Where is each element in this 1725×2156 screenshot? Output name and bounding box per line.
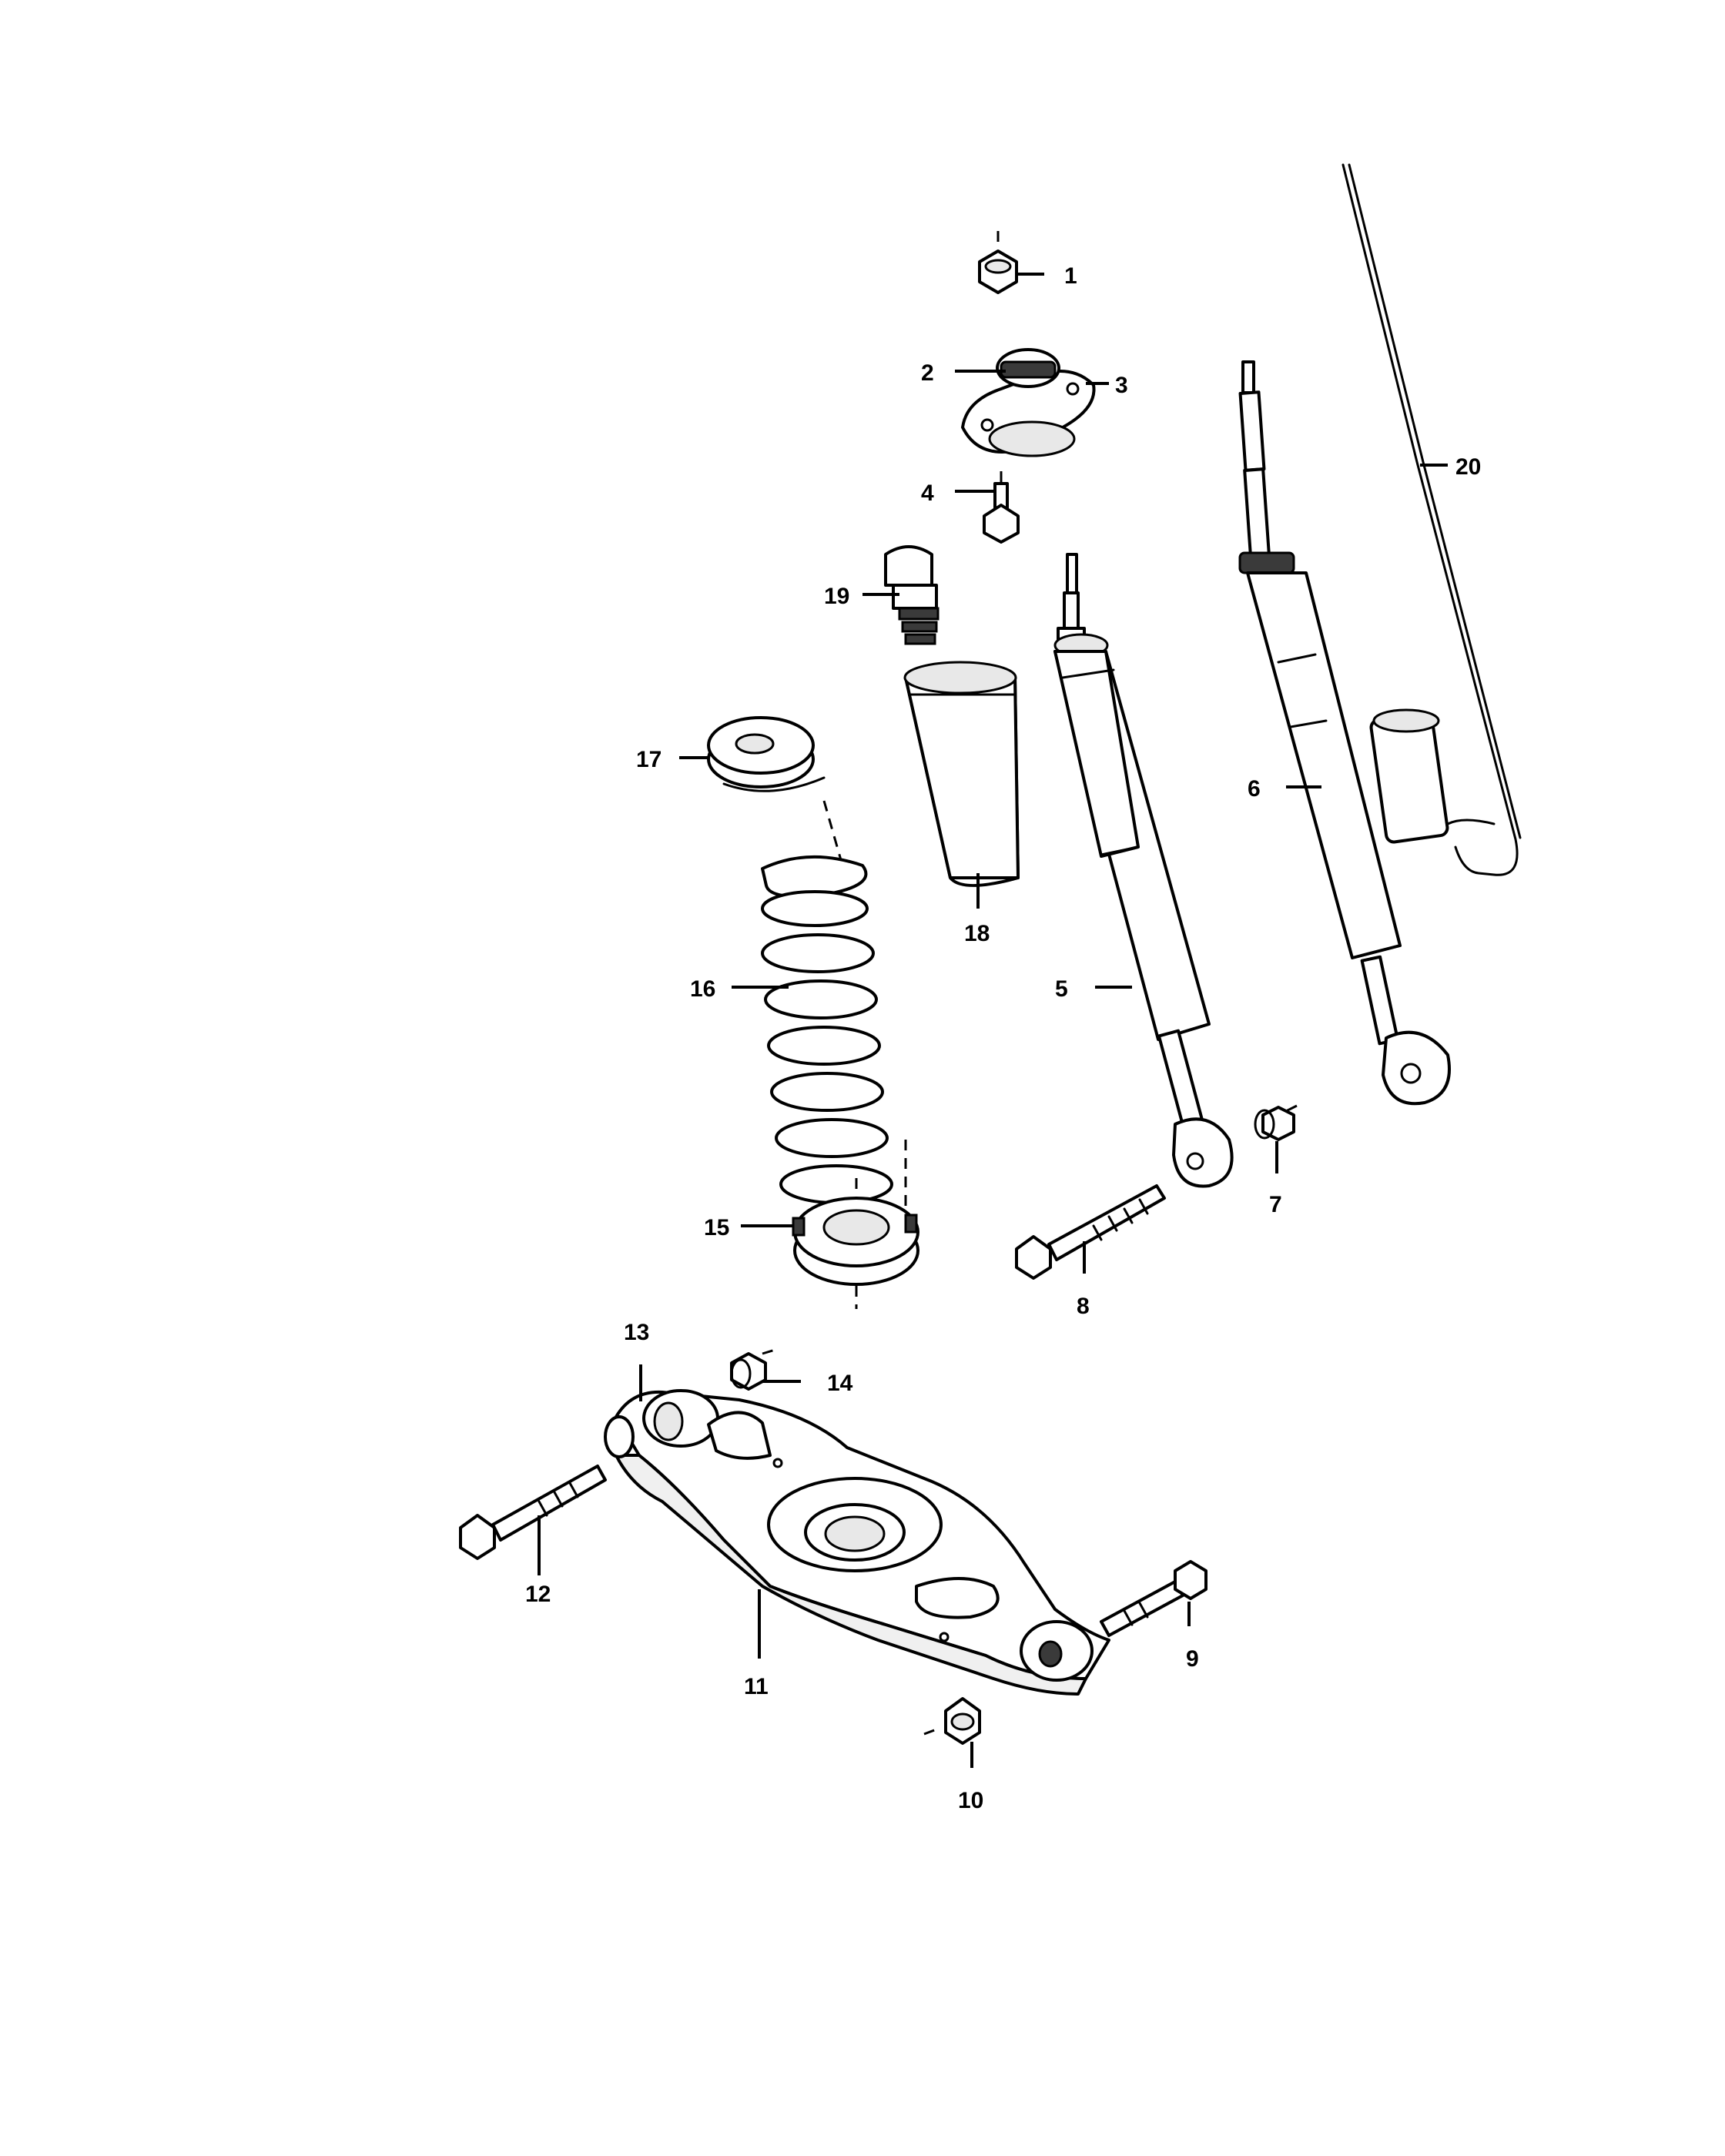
- callout-2: 2: [921, 360, 934, 386]
- part-18-dust-boot: [903, 661, 1020, 887]
- callout-9: 9: [1186, 1646, 1199, 1672]
- part-5-shock-absorber: [1053, 553, 1234, 1188]
- part-15-lower-spring-seat: [792, 1178, 919, 1309]
- callout-20: 20: [1455, 454, 1481, 480]
- callout-15: 15: [704, 1215, 729, 1240]
- callout-17: 17: [636, 747, 662, 772]
- callout-1: 1: [1064, 263, 1077, 289]
- callout-18: 18: [964, 921, 990, 946]
- callout-11: 11: [744, 1674, 769, 1699]
- callout-6: 6: [1248, 776, 1261, 802]
- part-8-bolt: [1015, 1184, 1166, 1280]
- callout-labels: 1 2 3 4 5 6 7 8 9 10 11 12 13 14 15 16 1…: [525, 263, 1481, 1813]
- leader-lines: [538, 273, 1448, 1768]
- part-6-adaptive-shock: [1238, 360, 1496, 1106]
- callout-10: 10: [958, 1788, 983, 1813]
- part-16-coil-spring: [761, 855, 907, 1217]
- part-7-nut: [1254, 1104, 1298, 1141]
- part-3-upper-mount: [961, 348, 1096, 457]
- part-9-bolt: [1100, 1560, 1208, 1637]
- callout-19: 19: [824, 584, 849, 609]
- callout-4: 4: [921, 480, 934, 506]
- callout-5: 5: [1055, 976, 1068, 1002]
- part-17-upper-spring-seat: [707, 716, 844, 866]
- callout-14: 14: [827, 1371, 853, 1396]
- callout-7: 7: [1269, 1192, 1282, 1217]
- part-14-nut: [730, 1348, 779, 1391]
- part-1-hex-nut: [978, 231, 1018, 294]
- part-11-lower-control-arm: [604, 1389, 1110, 1696]
- part-4-bolt: [983, 471, 1020, 544]
- callout-8: 8: [1077, 1294, 1090, 1319]
- callout-13: 13: [624, 1320, 649, 1345]
- callout-12: 12: [525, 1582, 551, 1607]
- part-10-nut: [923, 1697, 981, 1745]
- callout-3: 3: [1115, 373, 1128, 398]
- callout-16: 16: [690, 976, 715, 1002]
- part-20-wire-harness: [1341, 163, 1522, 876]
- part-19-jounce-bumper: [884, 545, 940, 645]
- part-12-bolt: [459, 1465, 607, 1560]
